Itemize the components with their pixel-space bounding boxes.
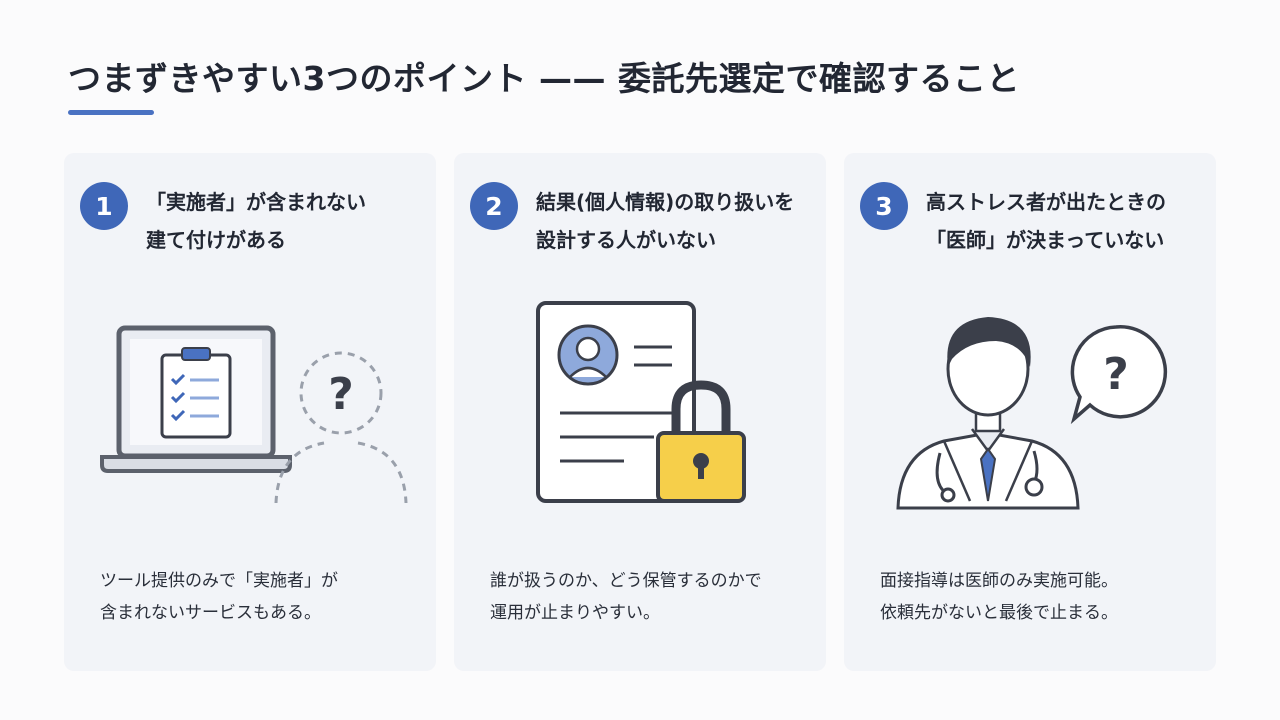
point-heading-line1: 高ストレス者が出たときの xyxy=(926,190,1166,214)
point-heading: 「実施者」が含まれない 建て付けがある xyxy=(146,183,431,259)
clipboard-checklist-icon xyxy=(160,347,232,439)
unknown-person-icon: ? xyxy=(274,351,408,504)
point-description: 面接指導は医師のみ実施可能。 依頼先がないと最後で止まる。 xyxy=(880,565,1200,629)
point-description: ツール提供のみで「実施者」が 含まれないサービスもある。 xyxy=(100,565,420,629)
point-card-2: 2 結果(個人情報)の取り扱いを 設計する人がいない 誰が扱うのか、どう保管する… xyxy=(454,153,826,671)
question-bubble-icon: ? xyxy=(1070,325,1168,425)
point-description-line2: 依頼先がないと最後で止まる。 xyxy=(880,603,1118,623)
doctor-icon xyxy=(896,317,1080,510)
point-heading-line2: 「医師」が決まっていない xyxy=(926,228,1165,252)
question-mark: ? xyxy=(1103,349,1129,400)
point-card-1: 1 「実施者」が含まれない 建て付けがある ? ツール提供のみで「実施者」が 含… xyxy=(64,153,436,671)
point-heading-line1: 結果(個人情報)の取り扱いを xyxy=(536,190,795,214)
point-description-line1: 面接指導は医師のみ実施可能。 xyxy=(880,571,1118,591)
point-heading: 高ストレス者が出たときの 「医師」が決まっていない xyxy=(926,183,1211,259)
point-number-badge: 2 xyxy=(470,182,518,230)
point-description: 誰が扱うのか、どう保管するのかで 運用が止まりやすい。 xyxy=(490,565,810,629)
point-description-line2: 含まれないサービスもある。 xyxy=(100,603,321,623)
point-heading-line1: 「実施者」が含まれない xyxy=(146,190,366,214)
profile-document-icon xyxy=(536,301,696,503)
point-number-badge: 3 xyxy=(860,182,908,230)
profile-document-lock-illustration xyxy=(536,301,746,503)
point-description-line2: 運用が止まりやすい。 xyxy=(490,603,660,623)
point-heading-line2: 設計する人がいない xyxy=(536,228,716,252)
padlock-icon xyxy=(656,380,746,503)
question-mark: ? xyxy=(328,369,354,420)
doctor-question-illustration: ? xyxy=(896,317,1168,510)
point-heading: 結果(個人情報)の取り扱いを 設計する人がいない xyxy=(536,183,821,259)
point-number-badge: 1 xyxy=(80,182,128,230)
laptop-unknown-person-illustration: ? xyxy=(100,325,408,504)
point-description-line1: ツール提供のみで「実施者」が xyxy=(100,571,338,591)
point-heading-line2: 建て付けがある xyxy=(146,228,286,252)
point-description-line1: 誰が扱うのか、どう保管するのかで xyxy=(490,571,762,591)
page-title: つまずきやすい3つのポイント —— 委託先選定で確認すること xyxy=(68,59,1020,98)
title-underline xyxy=(68,110,154,115)
point-card-3: 3 高ストレス者が出たときの 「医師」が決まっていない ? 面接指導は医師のみ実… xyxy=(844,153,1216,671)
